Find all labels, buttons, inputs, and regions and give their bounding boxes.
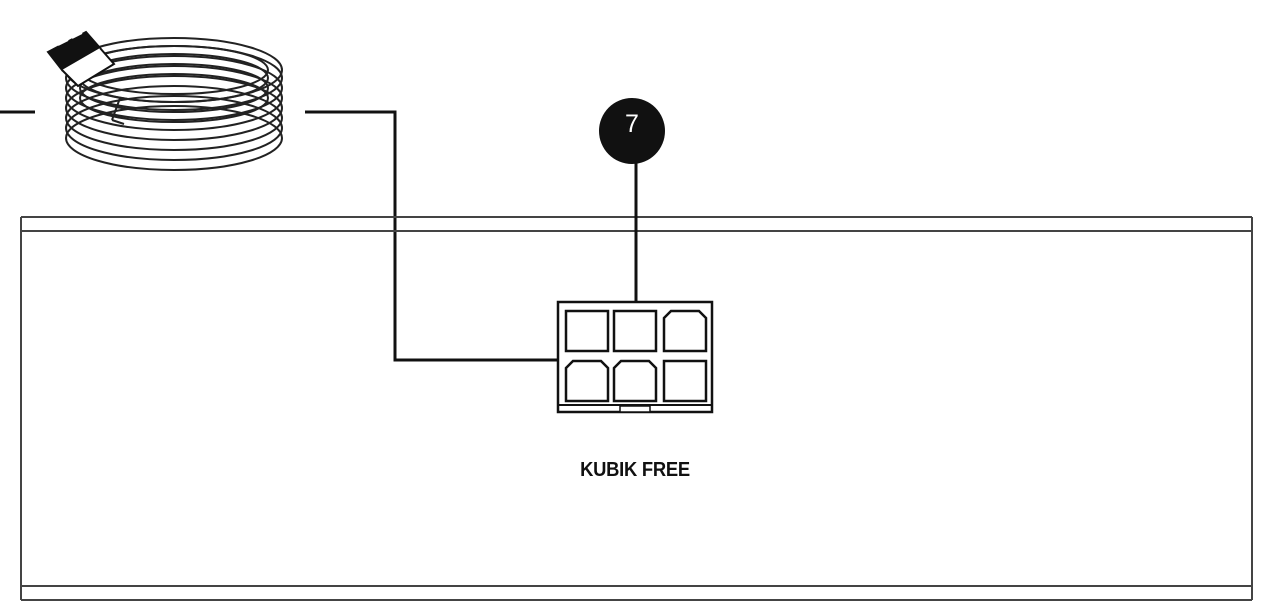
connector-port [662, 309, 708, 353]
connector-port [662, 359, 708, 403]
connector-plug-icon [46, 30, 116, 88]
callout-number: 7 [625, 110, 639, 138]
coiled-cable-icon [65, 37, 283, 171]
connector-port [564, 359, 610, 403]
connector-block [556, 300, 714, 414]
connector-port [612, 359, 658, 403]
unit-label: KUBIK FREE [580, 459, 690, 481]
connector-port [612, 309, 658, 353]
unit-housing [20, 216, 1253, 601]
cable-line [0, 110, 558, 362]
callout-7 [599, 98, 665, 302]
connector-port [564, 309, 610, 353]
